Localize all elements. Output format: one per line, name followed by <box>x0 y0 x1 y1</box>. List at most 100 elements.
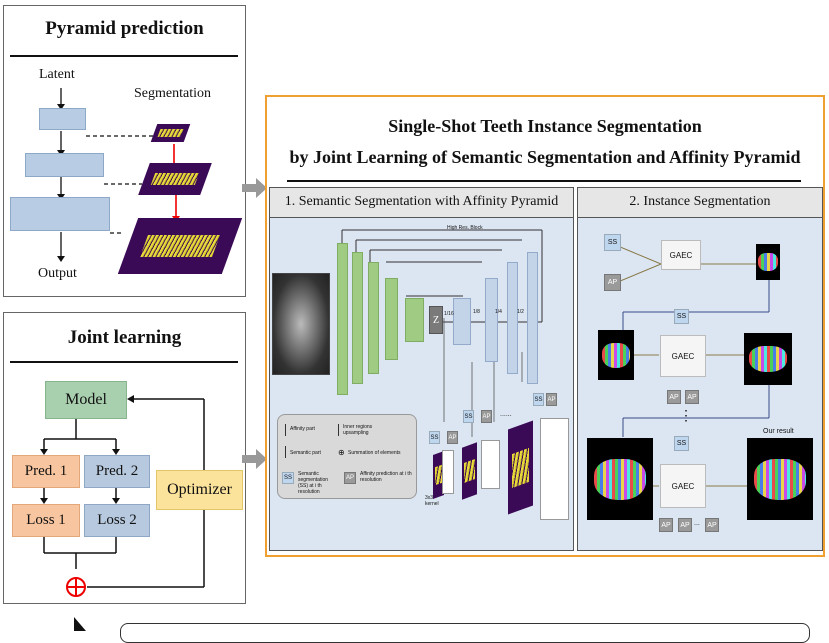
legend-semantic-part: Semantic part <box>290 450 321 456</box>
ap-tag-3: AP <box>546 393 557 406</box>
scale-1-16: 1/16 <box>444 311 454 317</box>
encoder-block-4 <box>385 278 398 360</box>
s2-ss-top: SS <box>604 234 621 251</box>
segmentation-label: Segmentation <box>134 86 211 101</box>
affinity-map-3 <box>508 420 533 515</box>
s2-ap-bottom-b: AP <box>678 518 692 532</box>
latent-block-large <box>10 197 110 231</box>
decoder-block-3 <box>507 262 518 374</box>
model-node: Model <box>45 381 127 419</box>
decoder-block-2 <box>485 278 498 362</box>
scale-1-4: 1/4 <box>495 309 502 315</box>
latent-z-node: Z <box>429 306 443 334</box>
decoder-block-4 <box>527 252 538 384</box>
s2-ap-bottom-c: AP <box>705 518 719 532</box>
affinity-cube-1 <box>442 450 454 494</box>
model-label: Model <box>65 391 107 408</box>
arrow-to-main-bottom <box>242 449 267 469</box>
section2-header: 2. Instance Segmentation <box>578 188 822 218</box>
joint-title: Joint learning <box>67 327 182 348</box>
s2-result-top <box>756 244 780 280</box>
legend-summation: Summation of elements <box>348 450 401 456</box>
pyramid-title-underline <box>10 55 238 57</box>
pyramid-prediction-panel: Pyramid prediction Latent Segmentation O… <box>3 5 246 297</box>
s2-ss-bottom: SS <box>674 436 689 451</box>
s2-ap-mid-a: AP <box>667 390 681 404</box>
loss1-node: Loss 1 <box>12 504 80 537</box>
latent-block-small <box>39 108 86 130</box>
legend-affinity-part: Affinity part <box>290 426 315 432</box>
loss1-label: Loss 1 <box>26 512 66 528</box>
encoder-block-3 <box>368 262 379 374</box>
encoder-block-1 <box>337 243 348 395</box>
main-title-underline <box>287 180 801 182</box>
s2-ap-bottom-dots: ... <box>694 520 700 527</box>
affinity-map-2 <box>462 442 477 500</box>
encoder-block-5 <box>405 298 424 342</box>
s2-ss-mid: SS <box>674 309 689 324</box>
ap-tag-2: AP <box>481 410 492 423</box>
scale-1-8: 1/8 <box>473 309 480 315</box>
s2-gaec-mid: GAEC <box>660 335 706 377</box>
legend-affinity-line <box>285 424 286 436</box>
s2-result-label: Our result <box>763 428 794 435</box>
legend-inner-regions: Inner regions upsampling <box>343 424 373 436</box>
bottom-caption-frame <box>120 623 810 643</box>
legend-ss-tag: SS <box>282 472 294 484</box>
s2-gaec-bottom: GAEC <box>660 464 706 508</box>
pred1-node: Pred. 1 <box>12 455 80 488</box>
pred1-label: Pred. 1 <box>24 463 68 479</box>
pred2-node: Pred. 2 <box>84 455 150 488</box>
s2-ap-mid-b: AP <box>685 390 699 404</box>
section2-connectors <box>612 243 770 487</box>
encoder-block-2 <box>352 252 363 384</box>
kernel-label: 3x3 kernel <box>425 495 439 507</box>
pred2-label: Pred. 2 <box>95 463 139 479</box>
s2-gaec-top: GAEC <box>661 240 701 270</box>
optimizer-node: Optimizer <box>156 470 243 510</box>
main-title-line2: by Joint Learning of Semantic Segmentati… <box>289 147 801 167</box>
latent-block-medium <box>25 153 104 177</box>
ct-scan-image <box>272 273 330 375</box>
decoder-block-1 <box>453 298 471 345</box>
legend-inner-line <box>338 424 339 436</box>
bottom-pointer-icon <box>74 617 86 631</box>
legend-sum-icon: ⊕ <box>338 448 345 457</box>
s2-ap-bottom-a: AP <box>659 518 673 532</box>
s2-ap-top: AP <box>604 274 621 291</box>
ellipsis-dots: ...... <box>500 411 512 418</box>
optimizer-label: Optimizer <box>167 481 232 498</box>
joint-learning-panel: Joint learning Model Pred. 1 Pred. 2 Los… <box>3 312 246 604</box>
s2-input-mid <box>598 330 634 380</box>
section2-title: 2. Instance Segmentation <box>629 194 771 209</box>
ss-tag-2: SS <box>463 410 474 423</box>
loss2-label: Loss 2 <box>97 512 137 528</box>
segmentation-map-medium <box>138 163 212 195</box>
scale-1-2: 1/2 <box>517 309 524 315</box>
section1-title: 1. Semantic Segmentation with Affinity P… <box>284 194 559 209</box>
loss2-node: Loss 2 <box>84 504 150 537</box>
latent-label: Latent <box>39 67 75 82</box>
segmentation-map-small <box>150 124 191 142</box>
ss-tag-3: SS <box>533 393 544 406</box>
latent-z-label: Z <box>432 314 440 326</box>
s2-result-mid <box>744 333 792 385</box>
unet-connectors <box>341 229 543 437</box>
sum-icon <box>66 577 86 597</box>
s2-gaec-bottom-label: GAEC <box>671 481 695 491</box>
legend-box <box>277 414 417 499</box>
legend-ap-text: Affinity prediction at i th resolution <box>360 471 412 483</box>
segmentation-map-large <box>117 218 243 274</box>
s2-input-bottom <box>587 438 653 520</box>
output-label: Output <box>38 266 77 281</box>
pyramid-title: Pyramid prediction <box>45 18 204 39</box>
main-title-line1: Single-Shot Teeth Instance Segmentation <box>388 116 702 136</box>
s2-final-result <box>747 438 813 520</box>
legend-ss-text: Semantic segmentation (SS) at i th resol… <box>298 471 329 495</box>
affinity-cube-2 <box>481 440 500 489</box>
ap-tag-1: AP <box>447 431 458 444</box>
joint-title-underline <box>10 361 238 363</box>
legend-ap-tag: AP <box>344 472 356 484</box>
highres-label: High Res. Block <box>447 225 483 231</box>
s2-vdots: ⋮ <box>679 409 693 424</box>
